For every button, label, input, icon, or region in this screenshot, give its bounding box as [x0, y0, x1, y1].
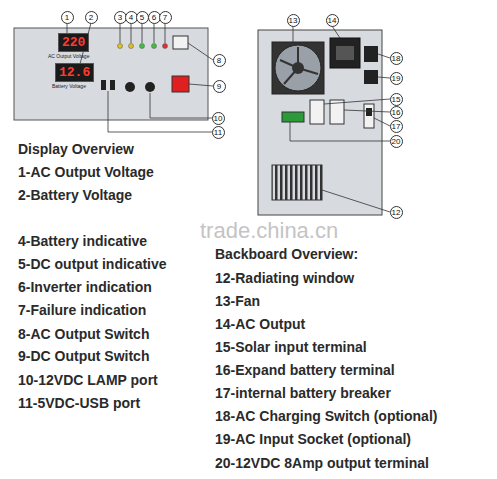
callout-number: 8	[213, 54, 226, 67]
callout-number: 19	[390, 72, 403, 85]
callout-number: 12	[390, 206, 403, 219]
radiating-window	[272, 165, 322, 200]
legend-line: 2-Battery Voltage	[18, 187, 132, 203]
legend-line: 13-Fan	[215, 293, 260, 309]
callout-number: 13	[287, 14, 300, 27]
panel-label: Battery Voltage	[52, 83, 86, 89]
callout-number: 18	[390, 52, 403, 65]
front-panel	[14, 28, 208, 120]
legend-line: 7-Failure indication	[18, 302, 146, 318]
legend-line: Backboard Overview:	[215, 246, 358, 262]
callout-number: 14	[326, 14, 339, 27]
legend-line: 6-Inverter indication	[18, 279, 152, 295]
legend-line: 14-AC Output	[215, 316, 305, 332]
legend-line: 20-12VDC 8Amp output terminal	[215, 455, 429, 471]
callout-number: 11	[212, 126, 225, 139]
legend-line: 12-Radiating window	[215, 270, 354, 286]
legend-line: 10-12VDC LAMP port	[18, 372, 158, 388]
legend-line: Display Overview	[18, 141, 134, 157]
callout-number: 7	[159, 11, 172, 24]
legend-line: 4-Battery indicative	[18, 233, 147, 249]
callout-number: 1	[61, 11, 74, 24]
dc-switch	[172, 76, 189, 92]
panel-label: AC Output Voltage	[48, 53, 89, 59]
legend-line: 18-AC Charging Switch (optional)	[215, 408, 437, 424]
watermark: trade.china.cn	[200, 218, 338, 244]
back-panel	[258, 30, 382, 215]
callout-number: 10	[212, 112, 225, 125]
legend-line: 19-AC Input Socket (optional)	[215, 431, 411, 447]
display-readout: 12.6	[55, 63, 94, 82]
legend-line: 16-Expand battery terminal	[215, 362, 395, 378]
callout-number: 5	[136, 11, 149, 24]
display-readout: 220	[58, 33, 89, 52]
legend-line: 8-AC Output Switch	[18, 326, 149, 342]
callout-number: 9	[213, 80, 226, 93]
callout-number: 16	[390, 106, 403, 119]
callout-number: 15	[390, 93, 403, 106]
callout-number: 17	[390, 120, 403, 133]
legend-line: 17-internal battery breaker	[215, 385, 391, 401]
legend-line: 15-Solar input terminal	[215, 339, 367, 355]
legend-line: 9-DC Output Switch	[18, 348, 149, 364]
ac-switch	[173, 36, 188, 49]
callout-number: 2	[85, 11, 98, 24]
legend-line: 1-AC Output Voltage	[18, 164, 154, 180]
legend-line: 11-5VDC-USB port	[18, 395, 140, 411]
callout-number: 20	[390, 135, 403, 148]
legend-line: 5-DC output indicative	[18, 256, 167, 272]
